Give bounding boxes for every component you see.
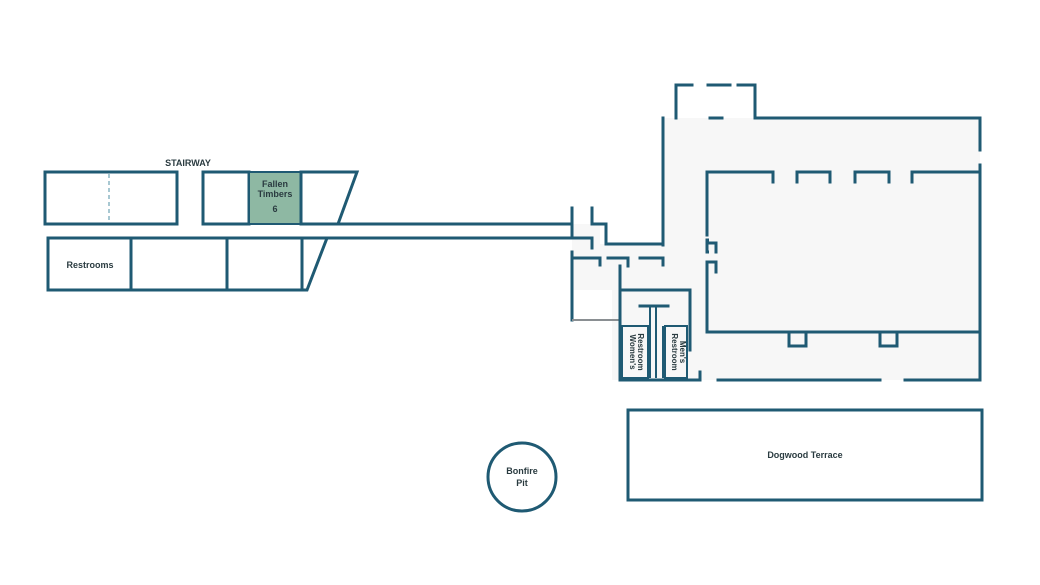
mens-restroom-label: Men's Restroom (670, 333, 687, 370)
dogwood-terrace-label: Dogwood Terrace (767, 450, 842, 460)
main-hall-alcove-2 (878, 330, 899, 348)
bonfire-label-2: Pit (516, 478, 528, 488)
stairway-label: STAIRWAY (165, 158, 211, 168)
mens-restroom-label-1: Men's (678, 341, 687, 364)
womens-restroom[interactable] (621, 325, 649, 379)
room-upper-right[interactable] (299, 170, 360, 226)
fallen-timbers-label-1: Fallen (262, 179, 288, 189)
connector-partition-2 (638, 256, 665, 267)
south-wall-stub (685, 370, 702, 382)
bonfire-label-1: Bonfire (506, 466, 538, 476)
dogwood-terrace[interactable] (626, 408, 984, 502)
fallen-timbers-label-2: Timbers (258, 189, 293, 199)
east-building (570, 83, 982, 382)
restroom-center-wall (649, 306, 657, 378)
connector-wall-c (570, 236, 594, 250)
main-hall-outline (705, 170, 982, 334)
west-wing (43, 170, 574, 292)
bonfire-pit[interactable] (486, 441, 558, 513)
main-hall-alcove-1 (787, 330, 808, 348)
connector-partition (573, 256, 630, 268)
main-hall-door-jamb (705, 241, 718, 274)
main-hall[interactable] (709, 174, 978, 330)
fallen-timbers-number: 6 (272, 204, 277, 214)
room-upper-middle[interactable] (201, 170, 251, 226)
room-lower-2[interactable] (129, 236, 229, 292)
connector-wall-b (590, 206, 665, 246)
restrooms-label: Restrooms (66, 260, 113, 270)
womens-restroom-label-1: Women's (628, 334, 637, 370)
womens-restroom-label: Women's Restroom (628, 333, 645, 370)
restroom-block-top (618, 288, 692, 352)
womens-restroom-label-2: Restroom (636, 333, 645, 370)
room-upper-left[interactable] (43, 170, 179, 226)
mens-restroom-label-2: Restroom (670, 333, 679, 370)
entry-vestibule[interactable] (674, 83, 757, 120)
restroom-block-outline (618, 264, 689, 382)
room-lower-3[interactable] (225, 236, 304, 292)
room-lower-wedge (300, 236, 330, 292)
north-outer-wall (753, 116, 982, 152)
mens-restroom[interactable] (664, 325, 688, 379)
